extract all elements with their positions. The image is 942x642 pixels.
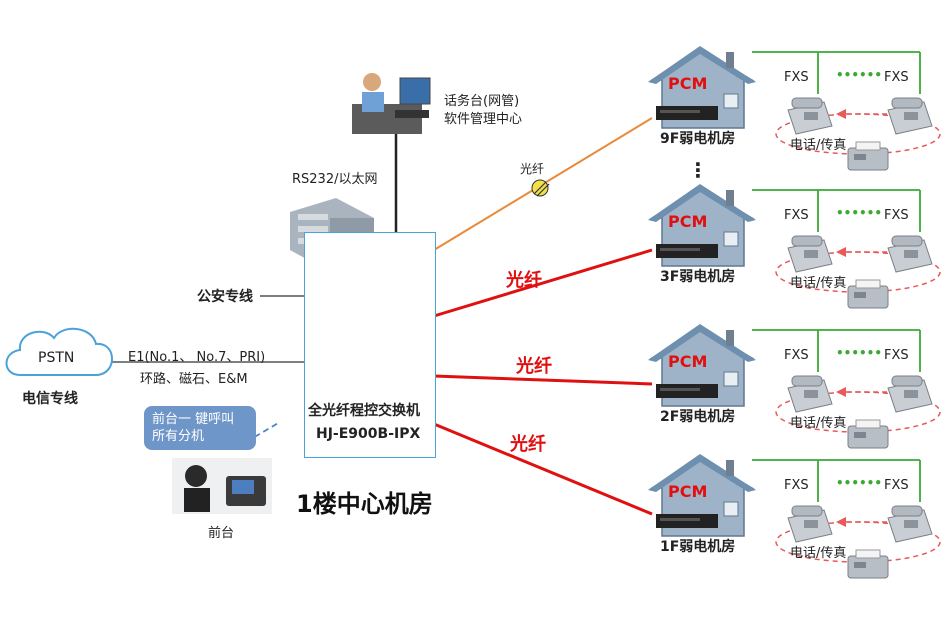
fax-icon — [847, 549, 889, 579]
receptionist-icon — [172, 458, 272, 514]
switch-model: HJ-E900B-IPX — [316, 426, 421, 442]
console-line1: 话务台(网管) — [444, 94, 520, 109]
front-desk-label: 前台 — [208, 526, 235, 541]
fxs-label-left-0: FXS — [784, 70, 809, 85]
phone-icon — [887, 97, 933, 135]
fiber-line-1f — [433, 422, 653, 516]
pcm-label-3: PCM — [668, 482, 708, 501]
front-desk-bubble-line1: 前台一 键呼叫 — [152, 412, 235, 427]
fxs-dots-1: •••••• — [836, 206, 883, 220]
call-ring — [775, 109, 941, 155]
fxs-label-left-1: FXS — [784, 208, 809, 223]
pcm-device-icon — [656, 514, 718, 528]
fxs-label-right-0: FXS — [884, 70, 909, 85]
pcm-device-icon — [656, 384, 718, 398]
phone-icon — [787, 375, 833, 413]
fiber-line-2f — [433, 374, 653, 386]
call-ring — [775, 517, 941, 563]
phone-fax-label-3: 电话/传真 — [790, 546, 847, 561]
fiber-label-3f: 光纤 — [506, 270, 542, 291]
fxs-label-left-2: FXS — [784, 348, 809, 363]
fxs-lines — [752, 329, 921, 372]
fiber-line-3f — [433, 248, 653, 318]
police-line-label: 公安专线 — [197, 289, 253, 305]
fiber-label-9f: 光纤 — [520, 162, 545, 176]
dashed-call-line — [245, 421, 281, 443]
call-ring — [775, 387, 941, 433]
call-ring — [775, 247, 941, 293]
cloud-icon — [5, 327, 113, 376]
fxs-lines — [752, 51, 921, 94]
pcm-device-icon — [656, 106, 718, 120]
fxs-lines — [752, 189, 921, 232]
e1-line1: E1(No.1、 No.7、PRI) — [128, 350, 266, 365]
pcm-label-2: PCM — [668, 352, 708, 371]
fxs-dots-3: •••••• — [836, 476, 883, 490]
room-name-0: 9F弱电机房 — [660, 131, 736, 147]
fxs-dots-0: •••••• — [836, 68, 883, 82]
fxs-label-right-1: FXS — [884, 208, 909, 223]
e1-line2: 环路、磁石、E&M — [140, 372, 248, 387]
branch-sites — [648, 46, 941, 579]
fxs-label-right-3: FXS — [884, 478, 909, 493]
fax-icon — [847, 141, 889, 171]
switch-name: 全光纤程控交换机 — [308, 403, 420, 419]
fxs-label-left-3: FXS — [784, 478, 809, 493]
switch-frame — [304, 232, 436, 458]
phone-fax-label-0: 电话/传真 — [790, 138, 847, 153]
fiber-label-2f: 光纤 — [516, 356, 552, 377]
operator-pc-icon — [352, 73, 431, 134]
phone-icon — [787, 97, 833, 135]
front-desk-bubble: 前台一 键呼叫 所有分机 — [144, 406, 256, 450]
fxs-label-right-2: FXS — [884, 348, 909, 363]
console-line2: 软件管理中心 — [444, 112, 523, 127]
rs232-label: RS232/以太网 — [292, 172, 378, 187]
phone-fax-label-2: 电话/传真 — [790, 416, 847, 431]
pcm-device-icon — [656, 244, 718, 258]
room-name-2: 2F弱电机房 — [660, 409, 736, 425]
fax-icon — [847, 279, 889, 309]
fxs-lines — [752, 459, 921, 502]
front-desk-bubble-line2: 所有分机 — [152, 429, 205, 444]
phone-icon — [887, 375, 933, 413]
connection-lines — [92, 117, 653, 516]
vertical-dots: ⋮ — [688, 158, 708, 182]
fiber-label-1f: 光纤 — [510, 434, 546, 455]
room-name-1: 3F弱电机房 — [660, 269, 736, 285]
site-0 — [648, 46, 941, 171]
phone-icon — [887, 505, 933, 543]
pstn-caption: 电信专线 — [22, 391, 78, 407]
pstn-label: PSTN — [38, 350, 75, 366]
phone-fax-label-1: 电话/传真 — [790, 276, 847, 291]
center-title: 1楼中心机房 — [296, 490, 433, 518]
pcm-label-1: PCM — [668, 212, 708, 231]
room-name-3: 1F弱电机房 — [660, 539, 736, 555]
site-3 — [648, 454, 941, 579]
fxs-dots-2: •••••• — [836, 346, 883, 360]
site-1 — [648, 184, 941, 309]
pcm-label-0: PCM — [668, 74, 708, 93]
fiber-coupler-icon — [531, 179, 550, 197]
fax-icon — [847, 419, 889, 449]
phone-icon — [787, 505, 833, 543]
phone-icon — [887, 235, 933, 273]
phone-icon — [787, 235, 833, 273]
site-2 — [648, 324, 941, 449]
